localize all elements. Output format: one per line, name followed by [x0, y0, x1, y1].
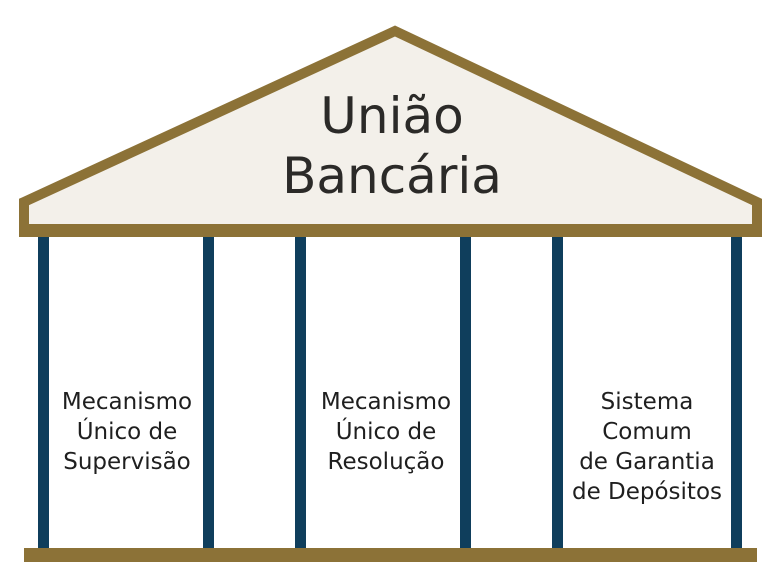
pillar-1-line-1: Mecanismo [62, 389, 192, 415]
pillar-3-line-4: de Depósitos [572, 479, 722, 505]
roof-title-line-1: União [320, 87, 463, 145]
column-6 [731, 237, 742, 549]
pillar-1-line-3: Supervisão [63, 449, 191, 475]
pillar-3-line-1: Sistema [601, 389, 694, 415]
roof-pediment [19, 25, 762, 234]
pillar-1-line-2: Único de [77, 417, 178, 445]
roof-title-line-2: Bancária [282, 147, 502, 205]
column-5 [552, 237, 563, 549]
pillar-label-resolution: Mecanismo Único de Resolução [321, 389, 451, 475]
pillar-label-supervision: Mecanismo Único de Supervisão [62, 389, 192, 475]
roof-beam [19, 226, 762, 237]
pillar-3-line-2: Comum [602, 419, 692, 445]
column-2 [203, 237, 214, 549]
column-3 [295, 237, 306, 549]
pillar-3-line-3: de Garantia [579, 449, 715, 475]
column-1 [38, 237, 49, 549]
base-floor [24, 548, 757, 562]
column-4 [460, 237, 471, 549]
pillar-2-line-2: Único de [336, 417, 437, 445]
pillar-2-line-1: Mecanismo [321, 389, 451, 415]
pillar-2-line-3: Resolução [328, 449, 445, 475]
pillar-label-deposit-guarantee: Sistema Comum de Garantia de Depósitos [572, 389, 722, 505]
